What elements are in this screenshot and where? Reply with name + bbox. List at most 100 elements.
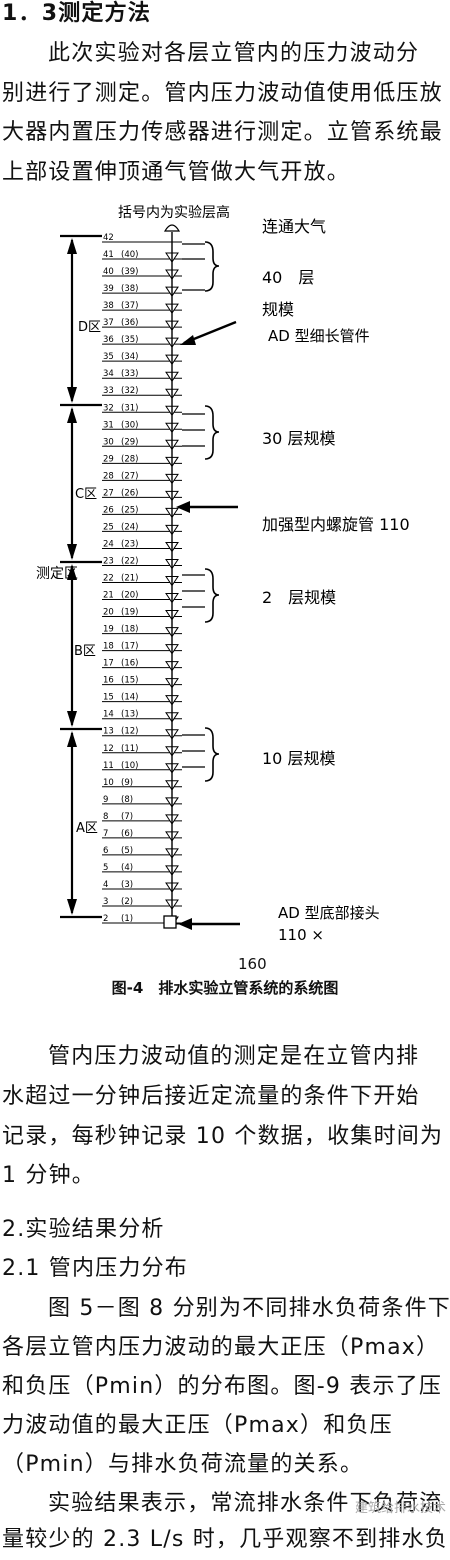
floor-row: 16 (15) bbox=[102, 676, 182, 689]
floor-number: 39 bbox=[103, 284, 114, 294]
watermark: 建筑给排水技术 bbox=[354, 1501, 446, 1516]
paragraph-line: 水超过一分钟后接近定流量的条件下开始 bbox=[2, 1084, 420, 1109]
experiment-floor: (6) bbox=[121, 829, 133, 839]
floor-row: 22 (21) bbox=[102, 574, 182, 587]
floor-row: 4 (3) bbox=[102, 880, 182, 893]
floor-row: 37(36) bbox=[102, 318, 182, 332]
experiment-floor: (14) bbox=[121, 693, 138, 703]
experiment-floor: (24) bbox=[121, 522, 138, 532]
floor-row: 35(34) bbox=[102, 352, 182, 366]
zone-dimension-lines bbox=[60, 234, 102, 919]
section-heading-1-3: 1．3测定方法 bbox=[2, 1, 152, 26]
paragraph-line: 1 分钟。 bbox=[2, 1163, 95, 1188]
paragraph-line: 量较少的 2.3 L/s 时，几乎观察不到排水负 bbox=[2, 1527, 448, 1552]
floor-row: 26(25) bbox=[102, 505, 182, 519]
floor-row: 38(37) bbox=[102, 301, 182, 315]
floor-number: 15 bbox=[103, 693, 114, 703]
floor-number: 21 bbox=[103, 591, 114, 601]
experiment-floor: (33) bbox=[121, 369, 138, 379]
experiment-floor: (1) bbox=[121, 914, 133, 924]
experiment-floor: (38) bbox=[121, 284, 138, 294]
floor-row: 30 (29) bbox=[102, 437, 182, 451]
paragraph-line: 力波动值的最大正压（Pmax）和负压 bbox=[2, 1413, 393, 1438]
experiment-floor: (28) bbox=[121, 454, 138, 464]
experiment-floor: (21) bbox=[121, 574, 138, 584]
floor-row: 12(11) bbox=[102, 744, 182, 757]
floor-number: 16 bbox=[103, 676, 114, 686]
floor-row: 27(26) bbox=[102, 488, 182, 502]
paragraph-line: 别进行了测定。管内压力波动值使用低压放 bbox=[2, 81, 443, 106]
experiment-floor: (20) bbox=[121, 591, 138, 601]
floor-row: 28 (27) bbox=[102, 471, 182, 485]
paragraph-line: 大器内置压力传感器进行测定。立管系统最 bbox=[2, 120, 443, 145]
figure-caption: 图-4 排水实验立管系统的系统图 bbox=[111, 979, 339, 997]
zone-label-a: A区 bbox=[76, 821, 98, 836]
floor-row: 20 (19) bbox=[102, 608, 182, 621]
floor-number: 38 bbox=[103, 301, 114, 311]
experiment-floor: (9) bbox=[121, 778, 133, 788]
label-scale-10: 10 层规模 bbox=[262, 749, 335, 768]
floor-number: 3 bbox=[103, 897, 108, 907]
floor-number: 22 bbox=[103, 574, 114, 584]
floor-number: 31 bbox=[103, 420, 114, 430]
floor-number: 5 bbox=[103, 863, 108, 873]
paragraph-line: 记录，每秒钟记录 10 个数据，收集时间为 bbox=[2, 1124, 444, 1149]
experiment-floor: (27) bbox=[121, 471, 138, 481]
floor-row: 3 (2) bbox=[102, 897, 182, 910]
experiment-floor: (22) bbox=[121, 556, 138, 566]
floor-number: 19 bbox=[103, 625, 114, 635]
experiment-floor: (30) bbox=[121, 420, 138, 430]
floor-row: 29(28) bbox=[102, 454, 182, 468]
page-number-mark: 160 bbox=[238, 955, 267, 973]
floor-row: 19 (18) bbox=[102, 625, 182, 638]
floor-row: 40(39) bbox=[102, 267, 182, 280]
label-helix-pipe: 加强型内螺旋管 110 bbox=[262, 515, 410, 534]
floor-number: 36 bbox=[103, 335, 114, 345]
experiment-floor: (25) bbox=[121, 505, 138, 515]
experiment-floor: (2) bbox=[121, 897, 133, 907]
label-scale-40b: 规模 bbox=[262, 300, 294, 319]
floor-number: 2 bbox=[103, 914, 108, 924]
experiment-floor: (3) bbox=[121, 880, 133, 890]
experiment-floor: (29) bbox=[121, 437, 138, 447]
floor-number: 25 bbox=[103, 522, 114, 532]
floor-number: 41 bbox=[103, 250, 114, 260]
experiment-floor: (7) bbox=[121, 812, 133, 822]
floor-number: 18 bbox=[103, 642, 114, 652]
experiment-floor: (32) bbox=[121, 386, 138, 396]
label-scale-30: 30 层规模 bbox=[262, 429, 335, 448]
floor-number: 24 bbox=[103, 539, 114, 549]
paragraph-line: 上部设置伸顶通气管做大气开放。 bbox=[2, 160, 351, 185]
floor-number: 28 bbox=[103, 471, 114, 481]
experiment-floor: (39) bbox=[121, 267, 138, 277]
floor-number: 6 bbox=[103, 846, 108, 856]
floor-number: 30 bbox=[103, 437, 114, 447]
experiment-floor: (16) bbox=[121, 659, 138, 669]
paragraph-line: 此次实验对各层立管内的压力波动分 bbox=[48, 41, 420, 66]
experiment-floor: (34) bbox=[121, 352, 138, 362]
measure-zone-label: 测定区 bbox=[36, 566, 78, 582]
floor-number: 23 bbox=[103, 556, 114, 566]
experiment-floor: (19) bbox=[121, 608, 138, 618]
floor-number: 12 bbox=[103, 744, 114, 754]
floor-number: 4 bbox=[103, 880, 108, 890]
floor-number: 34 bbox=[103, 369, 114, 379]
floor-row: 18 (17) bbox=[102, 642, 182, 655]
floor-number: 20 bbox=[103, 608, 114, 618]
experiment-floor: (15) bbox=[121, 676, 138, 686]
floor-row: 41(40) bbox=[102, 250, 182, 263]
floor-row: 13(12) bbox=[102, 727, 182, 740]
subsection-heading-2-1: 2.1 管内压力分布 bbox=[2, 1256, 188, 1281]
floor-number: 37 bbox=[103, 318, 114, 328]
floor-number: 11 bbox=[103, 761, 114, 771]
pointer-arrows bbox=[180, 320, 240, 926]
zone-label-c: C区 bbox=[75, 487, 97, 502]
floor-row: 7(6) bbox=[102, 829, 182, 842]
experiment-floor: (17) bbox=[121, 642, 138, 652]
zone-label-d: D区 bbox=[78, 320, 101, 335]
floor-row: 39 (38) bbox=[102, 284, 182, 297]
paragraph-line: 和负压（Pmin）的分布图。图-9 表示了压 bbox=[2, 1374, 443, 1399]
floor-row: 23 (22) bbox=[102, 556, 182, 570]
experiment-floor: (18) bbox=[121, 625, 138, 635]
section-heading-2: 2.实验结果分析 bbox=[2, 1217, 165, 1242]
